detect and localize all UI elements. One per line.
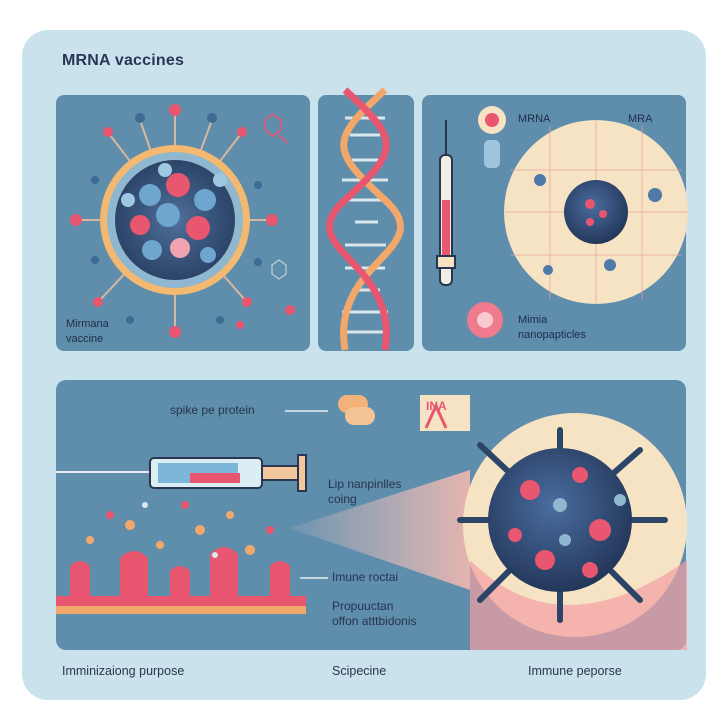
lipid-label-line1: Lip nanpinlles xyxy=(328,477,402,491)
production-label-line1: Propuuctan xyxy=(332,599,394,613)
ina-badge: INA xyxy=(426,399,447,413)
footer-left-label: Imminizaiong purpose xyxy=(62,664,185,678)
immune-label: Imune roctai xyxy=(332,570,399,584)
tag-mrna: MRNA xyxy=(518,113,551,125)
footer-right-label: Immune peporse xyxy=(528,664,622,678)
dna-helix-illustration xyxy=(326,87,404,351)
particle-label-line1: Mirmana xyxy=(66,318,109,330)
page-title: MRNA vaccines xyxy=(62,52,185,69)
spike-protein-label: spike pe protein xyxy=(170,403,255,417)
production-label-line2: offon atttbidonis xyxy=(332,614,417,628)
particle-label-line2: vaccine xyxy=(66,333,104,345)
vial-syringe-illustration xyxy=(436,106,506,338)
badge-illustration xyxy=(420,395,470,431)
footer-center-label: Scipecine xyxy=(332,664,387,678)
lipid-label-line2: coing xyxy=(328,492,357,506)
virus-lens-illustration xyxy=(290,413,687,650)
lipid-nanoparticle-illustration xyxy=(70,104,295,338)
nanoparticle-label-line2: nanopapticles xyxy=(518,329,586,341)
nanoparticle-lens-illustration xyxy=(504,120,688,304)
cell-tissue-illustration xyxy=(56,501,306,614)
nanoparticle-label-line1: Mimia xyxy=(518,314,548,326)
syringe-illustration xyxy=(56,395,375,492)
tag-mra: MRA xyxy=(628,113,653,125)
